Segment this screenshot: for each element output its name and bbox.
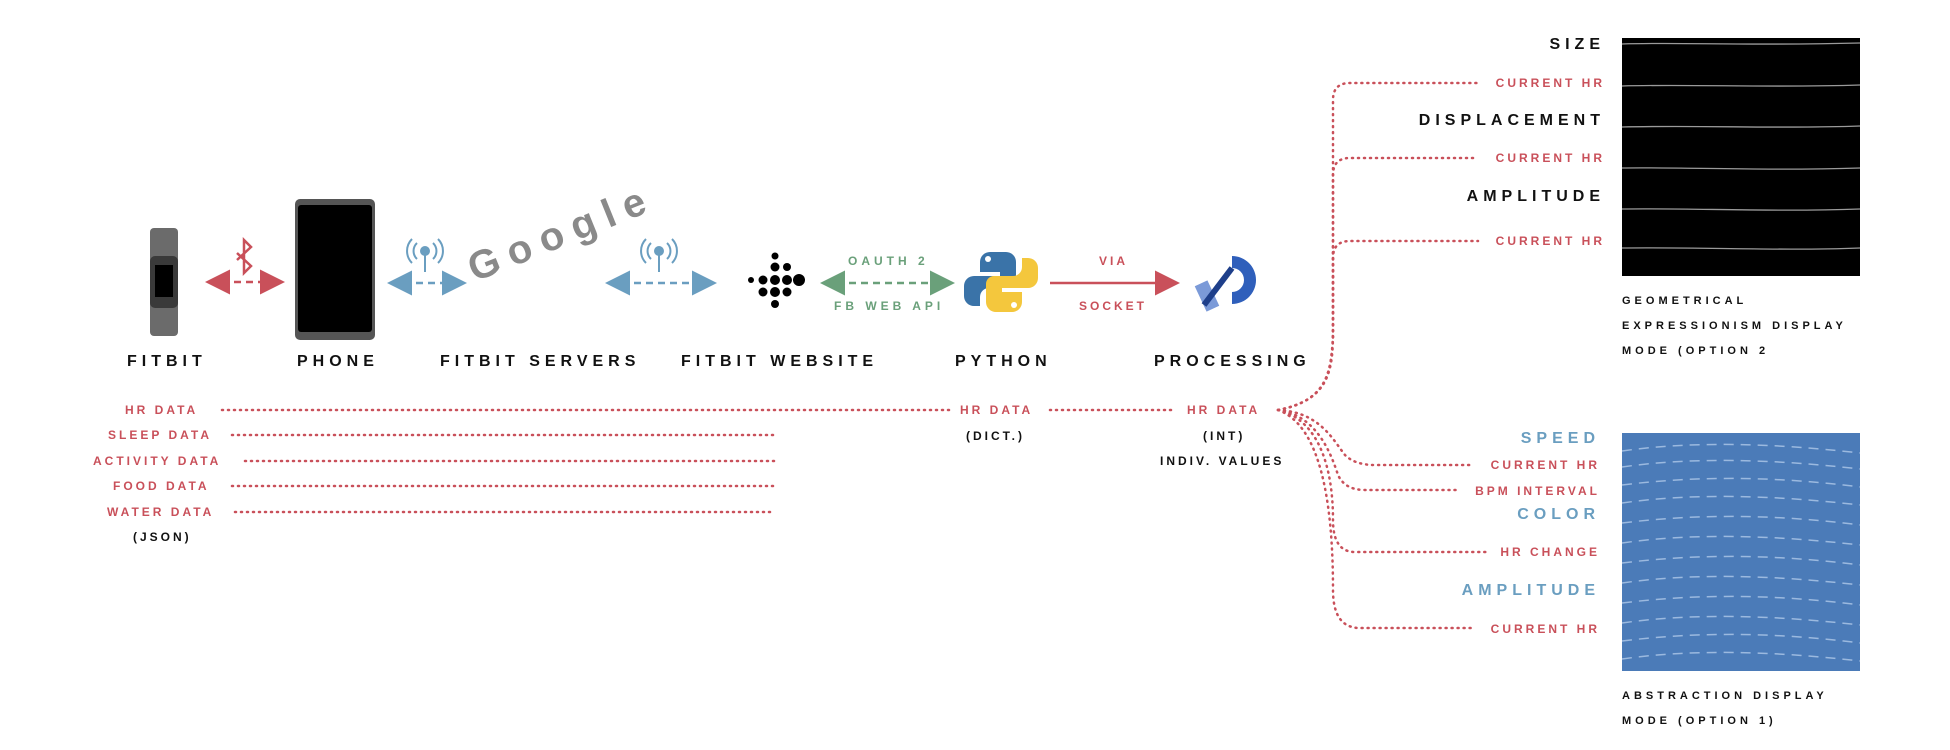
- stage-label-phone: PHONE: [297, 353, 379, 370]
- processing-logo-icon: [1194, 256, 1256, 312]
- option2-caption: GEOMETRICAL EXPRESSIONISM DISPLAY MODE (…: [1622, 295, 1847, 357]
- python-hr-data-label: HR DATA: [960, 403, 1034, 417]
- processing-hr-data-label: HR DATA: [1187, 403, 1261, 417]
- option2-source-displacement: CURRENT HR: [1495, 151, 1605, 165]
- option1-source-amplitude: CURRENT HR: [1490, 622, 1600, 636]
- option1-source-color: HR CHANGE: [1500, 545, 1600, 559]
- option2-property-amplitude: AMPLITUDE: [1466, 188, 1605, 205]
- option1-property-color: COLOR: [1517, 506, 1600, 523]
- link-label-fbapi: FB WEB API: [834, 299, 945, 313]
- option1-caption: ABSTRACTION DISPLAY MODE (OPTION 1): [1622, 690, 1828, 727]
- option1-source-speed-interval: BPM INTERVAL: [1475, 484, 1600, 498]
- antenna-icon: [640, 238, 678, 272]
- json-data-dotted-lines: [220, 408, 1177, 514]
- json-item-activity: ACTIVITY DATA: [93, 454, 222, 468]
- option1-property-speed: SPEED: [1520, 430, 1600, 447]
- stage-label-python: PYTHON: [955, 353, 1052, 370]
- stage-label-fitbit: FITBIT: [127, 353, 207, 370]
- link-label-via: VIA: [1099, 254, 1129, 268]
- option2-source-amplitude: CURRENT HR: [1495, 234, 1605, 248]
- json-item-hr: HR DATA: [125, 403, 199, 417]
- json-item-sleep: SLEEP DATA: [108, 428, 213, 442]
- mapping-dotted-curves: [1276, 81, 1490, 630]
- geometrical-expressionism-panel: [1622, 38, 1860, 276]
- option1-source-speed-current: CURRENT HR: [1490, 458, 1600, 472]
- abstraction-panel: [1622, 433, 1860, 671]
- option2-source-size: CURRENT HR: [1495, 76, 1605, 90]
- phone-icon: [295, 199, 375, 340]
- json-item-water: WATER DATA: [107, 505, 215, 519]
- python-dict-label: (DICT.): [966, 429, 1025, 443]
- fitbit-band-icon: [150, 228, 178, 336]
- link-label-socket: SOCKET: [1079, 299, 1148, 313]
- json-format-label: (JSON): [133, 530, 192, 544]
- fitbit-logo-icon: [748, 252, 805, 308]
- stage-label-website: FITBIT WEBSITE: [681, 353, 879, 370]
- antenna-icon: [406, 238, 444, 272]
- processing-int-label: (INT): [1203, 429, 1246, 443]
- bluetooth-icon: [236, 236, 253, 277]
- link-label-oauth: OAUTH 2: [848, 254, 929, 268]
- stage-label-servers: FITBIT SERVERS: [440, 353, 641, 370]
- stage-label-processing: PROCESSING: [1154, 353, 1311, 370]
- json-item-food: FOOD DATA: [113, 479, 210, 493]
- python-logo-icon: [964, 252, 1038, 312]
- option2-property-size: SIZE: [1549, 36, 1605, 53]
- option2-property-displacement: DISPLACEMENT: [1418, 112, 1605, 129]
- processing-indiv-values-label: INDIV. VALUES: [1160, 454, 1285, 468]
- option1-property-amplitude: AMPLITUDE: [1461, 582, 1600, 599]
